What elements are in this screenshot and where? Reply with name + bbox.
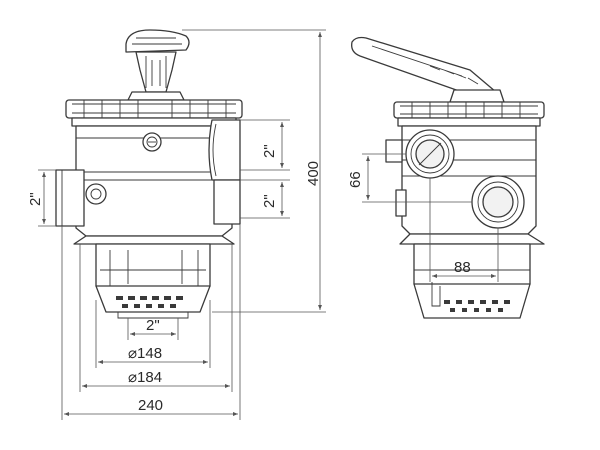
left-port bbox=[55, 169, 107, 227]
dim-height: 400 bbox=[305, 161, 322, 186]
strainer-slots bbox=[116, 296, 183, 308]
base-flange bbox=[73, 235, 235, 245]
dim-diameter-large: ⌀184 bbox=[128, 369, 162, 386]
strainer-basket bbox=[95, 243, 211, 319]
dim-diameter-small: ⌀148 bbox=[128, 345, 162, 362]
dim-bottom-port: 2" bbox=[146, 317, 160, 334]
side-cover bbox=[393, 101, 545, 127]
top-handle-knob bbox=[125, 29, 190, 101]
dim-width: 240 bbox=[138, 397, 163, 414]
dim-right-mid-port: 2" bbox=[261, 194, 278, 208]
side-view bbox=[351, 36, 545, 319]
lever-handle bbox=[351, 36, 505, 105]
side-port-top bbox=[405, 129, 455, 179]
front-dimensions: 2" 2" 2" 400 2" ⌀148 ⌀184 240 bbox=[27, 29, 326, 420]
right-port-top bbox=[208, 119, 241, 181]
dim-offset-horizontal: 88 bbox=[454, 259, 471, 276]
side-strainer-slots bbox=[444, 300, 510, 312]
side-port-middle bbox=[471, 175, 525, 229]
side-dimensions: 66 88 bbox=[347, 153, 499, 282]
dim-left-port: 2" bbox=[27, 192, 44, 206]
front-view bbox=[55, 29, 243, 319]
right-port-bottom bbox=[213, 179, 241, 225]
side-base-flange bbox=[399, 233, 545, 245]
dim-right-top-port: 2" bbox=[261, 144, 278, 158]
side-strainer bbox=[413, 243, 531, 319]
dim-offset-vertical: 66 bbox=[347, 171, 364, 188]
